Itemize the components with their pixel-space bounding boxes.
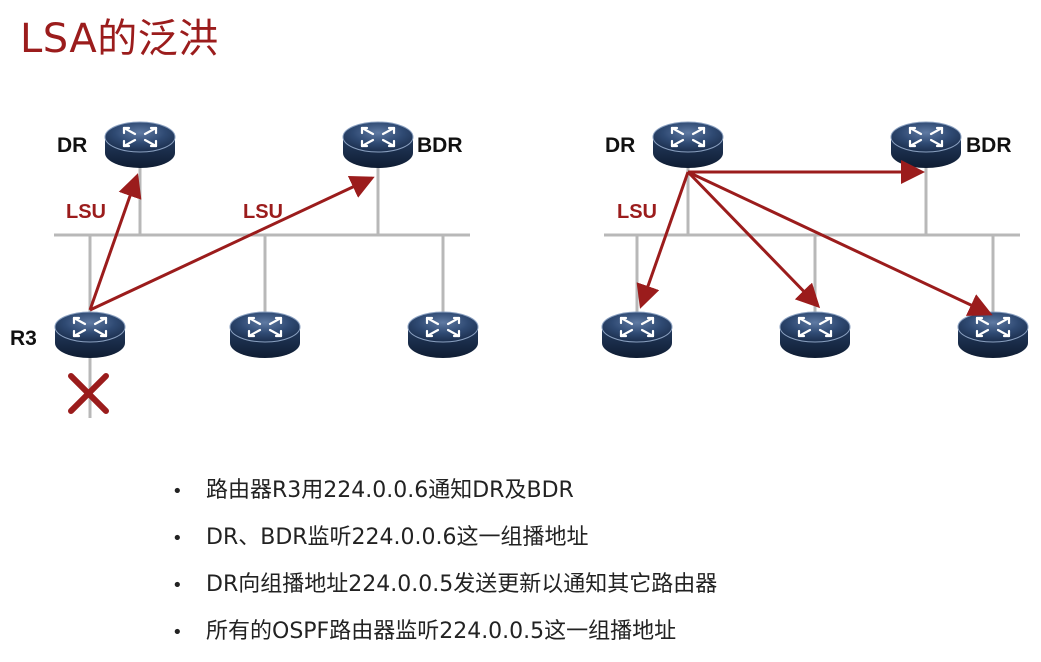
left-arrow-to-dr xyxy=(88,173,142,311)
bullet-text: 路由器R3用224.0.0.6通知DR及BDR xyxy=(206,478,574,503)
right-bdr-label: BDR xyxy=(966,134,1012,157)
network-diagram: DR BDR R3 LSU LSU DR BDR LSU xyxy=(10,120,1030,418)
bullet-text: DR向组播地址224.0.0.5发送更新以通知其它路由器 xyxy=(206,572,718,597)
page-title: LSA的泛洪 xyxy=(20,16,219,62)
left-dr-label: DR xyxy=(57,134,87,157)
left-diagram: DR BDR R3 LSU LSU xyxy=(10,120,480,418)
left-r5-router-icon xyxy=(406,310,480,360)
left-dr-router-icon xyxy=(103,120,177,170)
bullet-dot: • xyxy=(172,481,183,502)
right-arrow-to-r3 xyxy=(636,171,690,309)
left-bdr-router-icon xyxy=(341,120,415,170)
left-arrow-to-bdr xyxy=(89,176,375,312)
list-item: • 所有的OSPF路由器监听224.0.0.5这一组播地址 xyxy=(172,615,717,662)
bullet-dot: • xyxy=(172,575,183,596)
left-r4-router-icon xyxy=(228,310,302,360)
right-dr-label: DR xyxy=(605,134,635,157)
right-bdr-router-icon xyxy=(889,120,963,170)
right-dr-router-icon xyxy=(651,120,725,170)
left-lsu-label-2: LSU xyxy=(243,201,283,223)
bullet-text: DR、BDR监听224.0.0.6这一组播地址 xyxy=(206,525,589,550)
right-diagram: DR BDR LSU xyxy=(600,120,1030,360)
right-arrow-to-r5 xyxy=(687,170,993,316)
bullet-list: • 路由器R3用224.0.0.6通知DR及BDR • DR、BDR监听224.0.… xyxy=(172,474,717,662)
list-item: • DR向组播地址224.0.0.5发送更新以通知其它路由器 xyxy=(172,568,717,615)
failure-x-icon xyxy=(68,373,109,414)
bullet-dot: • xyxy=(172,622,183,643)
left-bdr-label: BDR xyxy=(417,134,463,157)
list-item: • 路由器R3用224.0.0.6通知DR及BDR xyxy=(172,474,717,521)
list-item: • DR、BDR监听224.0.0.6这一组播地址 xyxy=(172,521,717,568)
right-r3-router-icon xyxy=(600,310,674,360)
left-lsu-label-1: LSU xyxy=(66,201,106,223)
left-r3-router-icon xyxy=(53,310,127,360)
bullet-dot: • xyxy=(172,528,183,549)
bullet-text: 所有的OSPF路由器监听224.0.0.5这一组播地址 xyxy=(206,619,677,644)
right-r4-router-icon xyxy=(778,310,852,360)
left-r3-label: R3 xyxy=(10,327,37,350)
right-lsu-label: LSU xyxy=(617,201,657,223)
right-r5-router-icon xyxy=(956,310,1030,360)
right-arrow-to-r4 xyxy=(686,170,821,309)
